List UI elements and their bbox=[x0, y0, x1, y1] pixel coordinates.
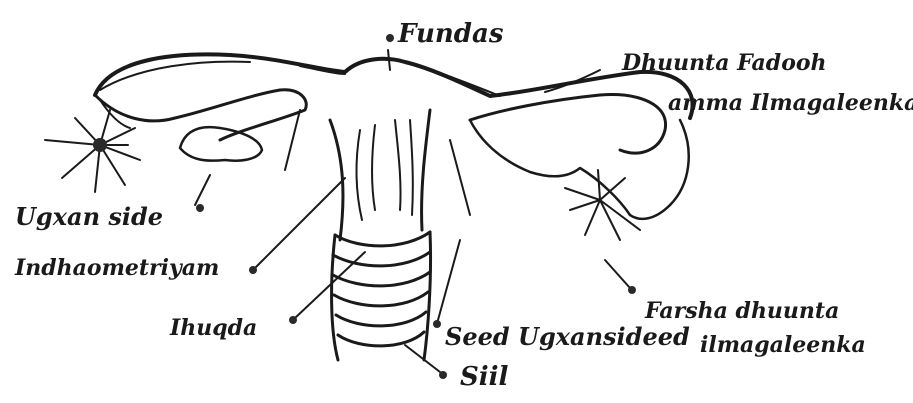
label-uterine-wall: Ihuqda bbox=[169, 315, 257, 341]
right-tube bbox=[470, 95, 666, 153]
left-tube-lower bbox=[180, 127, 262, 161]
fundus-shading bbox=[100, 62, 500, 96]
label-endometrium-1: Ugxan side bbox=[15, 202, 163, 231]
label-endometrium-2: Indhaometriyam bbox=[14, 255, 219, 281]
label-fundus: Fundas bbox=[397, 19, 504, 49]
uterine-body bbox=[330, 110, 430, 240]
right-tube-lower bbox=[470, 120, 630, 215]
left-fimbriae bbox=[45, 110, 140, 192]
label-vagina: Siil bbox=[460, 362, 509, 392]
label-ovary: Seed Ugxansideed bbox=[445, 322, 690, 351]
right-tube-outer bbox=[630, 120, 689, 219]
cervix-coils bbox=[332, 232, 431, 360]
label-fallopian-tube-2: amma Ilmagaleenka bbox=[668, 90, 913, 116]
label-fallopian-tube: Dhuunta Fadooh bbox=[621, 50, 827, 76]
right-fimbriae bbox=[565, 170, 640, 240]
left-fimbria-center bbox=[93, 138, 107, 152]
label-fimbriae-2: ilmagaleenka bbox=[700, 332, 866, 358]
label-fimbriae-1: Farsha dhuunta bbox=[644, 298, 839, 324]
uterine-cavity bbox=[285, 110, 470, 220]
